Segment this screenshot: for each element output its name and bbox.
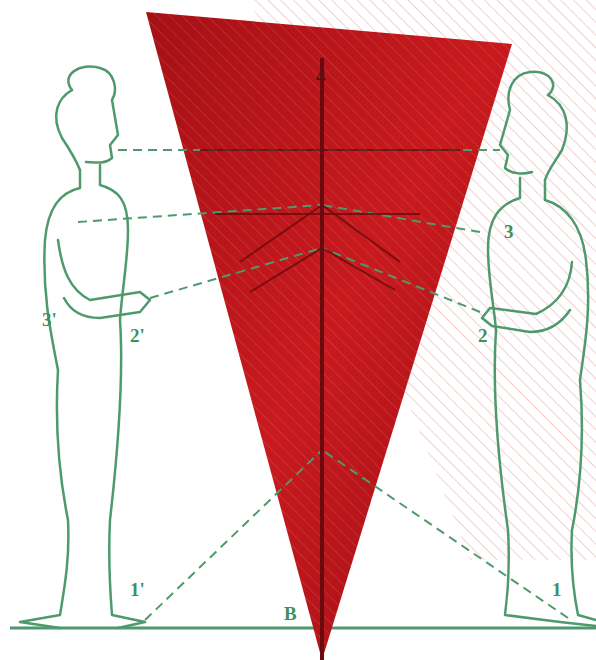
callout-number: 2' (130, 326, 145, 345)
visual-triangle (146, 12, 512, 660)
ray-lines (200, 150, 460, 292)
callout-number: 1 (552, 580, 562, 599)
callout-number: 4 (316, 66, 326, 85)
left-figure (20, 67, 150, 628)
vertical-axis (320, 58, 324, 660)
callout-number: 3 (504, 222, 514, 241)
callout-number: 2 (478, 326, 488, 345)
ground-line (10, 627, 596, 630)
right-figure (482, 72, 596, 626)
triangle-hatch (146, 12, 512, 660)
callout-number: B (284, 604, 297, 623)
callout-number: 3' (42, 310, 57, 329)
callout-number: 1' (130, 580, 145, 599)
